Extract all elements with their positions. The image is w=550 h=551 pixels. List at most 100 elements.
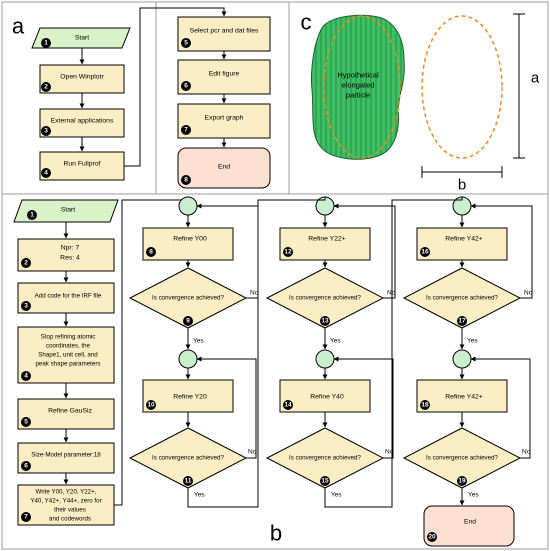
particle-label-2: elongated bbox=[342, 81, 375, 90]
loop-2-merge-node-b bbox=[315, 349, 335, 369]
loop-3-yes-label-2: Yes bbox=[468, 492, 479, 499]
b-step-7-line2: Y40, Y42+, Y44+, zero for bbox=[30, 498, 101, 505]
b-step-5-label: Refine GauSiz bbox=[48, 408, 92, 415]
loop-2-badge-d2-text: 15 bbox=[321, 478, 329, 485]
loop-2-badge-b-text: 14 bbox=[284, 402, 292, 409]
panel-label-b: b bbox=[270, 521, 282, 546]
loop-2-yes-label-1: Yes bbox=[330, 338, 341, 345]
loop-1-yes-label-1: Yes bbox=[193, 338, 204, 345]
loop-2-badge-b bbox=[283, 400, 293, 410]
loop-2-badge-d1 bbox=[320, 316, 330, 326]
loop-2-badge-a-text: 12 bbox=[284, 249, 292, 256]
fitted-ellipse-overlay bbox=[323, 15, 401, 159]
b-step-4-line4: peak shape parameters bbox=[35, 361, 100, 368]
a-step-7-box bbox=[177, 103, 271, 139]
b-badge-7-text: 7 bbox=[24, 514, 28, 521]
a-badge-2-text: 2 bbox=[44, 84, 48, 91]
b-end-box bbox=[423, 505, 515, 547]
b-step-6-label: Size-Model parameter:18 bbox=[31, 452, 101, 459]
loop-3-merge-node-b bbox=[452, 349, 472, 369]
loop-2-badge-d1-text: 13 bbox=[321, 318, 329, 325]
loop-2-no-loop-2 bbox=[333, 356, 394, 459]
loop-1-yes-label-2: Yes bbox=[194, 492, 205, 499]
b-step-5-box bbox=[17, 398, 115, 430]
loop-2-badge-a bbox=[283, 247, 293, 257]
b-step-2-line2: Res: 4 bbox=[60, 255, 80, 262]
a-end-label: End bbox=[218, 164, 230, 171]
b-start-shape bbox=[13, 199, 119, 223]
a-badge-6-text: 6 bbox=[184, 83, 188, 90]
b-step-6-box bbox=[17, 442, 115, 474]
loop-2-no-label-2: No bbox=[385, 449, 394, 456]
loop-1-refine-a-box bbox=[142, 227, 234, 261]
a-end-box bbox=[177, 147, 271, 189]
panel-b-frame bbox=[1, 193, 549, 550]
loop-1-badge-d1 bbox=[183, 316, 193, 326]
a-badge-8-text: 8 bbox=[184, 177, 188, 184]
b-badge-6-text: 6 bbox=[24, 463, 28, 470]
reference-ellipse bbox=[421, 15, 503, 159]
a-step-4-label: Run Fullprof bbox=[63, 161, 100, 168]
loop-1-no-label-2: No bbox=[248, 449, 257, 456]
loop-1-refine-a-label: Refine Y00 bbox=[173, 236, 207, 243]
loop-1-no-label-1: No bbox=[250, 290, 259, 297]
b-start-label: Start bbox=[61, 207, 75, 214]
b-step-4-line1: Stop refining atomic bbox=[41, 334, 96, 341]
dimension-b-label: b bbox=[458, 177, 466, 194]
a-start-shape bbox=[31, 27, 131, 49]
a-step-6-label: Edit figure bbox=[209, 71, 240, 78]
a-step-2-box bbox=[39, 64, 125, 94]
a-step-7-label: Export graph bbox=[205, 115, 244, 122]
b-end-label: End bbox=[464, 519, 476, 526]
loop-3-badge-a-text: 16 bbox=[421, 249, 429, 256]
b-step-3-label: Add code for the IRF file bbox=[35, 293, 102, 300]
b-badge-20-text: 20 bbox=[428, 534, 436, 541]
loop-3-refine-b-label: Refine Y42+ bbox=[445, 394, 483, 401]
loop-2-yes-label-2: Yes bbox=[331, 492, 342, 499]
a-step-4-box bbox=[39, 151, 125, 181]
a-step-5-label: Select pcr and dat files bbox=[190, 28, 259, 35]
b-step-7-box bbox=[17, 484, 115, 526]
b-step-7-line1: Write Y00, Y20, Y22+, bbox=[36, 489, 97, 496]
loop-1-merge-node-b bbox=[178, 349, 198, 369]
loop-1-badge-b-text: 10 bbox=[147, 402, 155, 409]
loop-3-badge-d1 bbox=[457, 316, 467, 326]
loop-1-refine-b-label: Refine Y20 bbox=[173, 394, 207, 401]
loop-2-no-label-1: No bbox=[387, 290, 396, 297]
loop-1-badge-d1-text: 9 bbox=[186, 318, 190, 325]
a-start-label: Start bbox=[75, 35, 89, 42]
loop-1-decision-2-text: Is convergence achieved? bbox=[152, 455, 224, 462]
b-step-2-line1: Npr: 7 bbox=[61, 245, 80, 252]
panel-label-a: a bbox=[12, 14, 25, 39]
b-step-4-line3: Shape1, unit cell, and bbox=[38, 352, 98, 359]
a-badge-1 bbox=[41, 38, 51, 48]
particle-label-1: Hypothetical bbox=[337, 71, 379, 80]
loop-3-badge-b bbox=[420, 400, 430, 410]
loop-3-decision-1-text: Is convergence achieved? bbox=[426, 295, 498, 302]
loop-3-no-loop-1 bbox=[470, 203, 533, 299]
loop-3-badge-d1-text: 17 bbox=[458, 318, 466, 325]
loop-3-refine-a-label: Refine Y42+ bbox=[445, 236, 483, 243]
loop-2-refine-b-box bbox=[279, 379, 371, 413]
elongated-particle-shape bbox=[311, 14, 405, 160]
loop-3-badge-d2-text: 19 bbox=[458, 478, 466, 485]
a-badge-7-text: 7 bbox=[184, 127, 188, 134]
loop-2-refine-a-box bbox=[279, 227, 371, 261]
particle-label-3: particle bbox=[346, 91, 370, 100]
loop-3-decision-2-text: Is convergence achieved? bbox=[426, 455, 498, 462]
loop-1-merge-node-a bbox=[178, 196, 198, 216]
b-badge-3-text: 3 bbox=[24, 303, 28, 310]
b-step-4-box bbox=[17, 326, 115, 384]
loop-2-refine-b-label: Refine Y40 bbox=[310, 394, 344, 401]
loop-2-badge-d2 bbox=[320, 476, 330, 486]
loop-3-no-label-1: No bbox=[524, 290, 533, 297]
loop-2-no-loop-1 bbox=[333, 203, 396, 299]
b-step-7-line4: and codewords bbox=[49, 516, 91, 523]
b-badge-2-text: 2 bbox=[24, 260, 28, 267]
a-step-5-box bbox=[177, 16, 271, 52]
loop-3-badge-b-text: 18 bbox=[421, 402, 429, 409]
loop-1-badge-a-text: 8 bbox=[149, 249, 153, 256]
loop-1-badge-d2 bbox=[183, 476, 193, 486]
loop-1-badge-a bbox=[146, 247, 156, 257]
loop-2-refine-a-label: Refine Y22+ bbox=[308, 236, 346, 243]
